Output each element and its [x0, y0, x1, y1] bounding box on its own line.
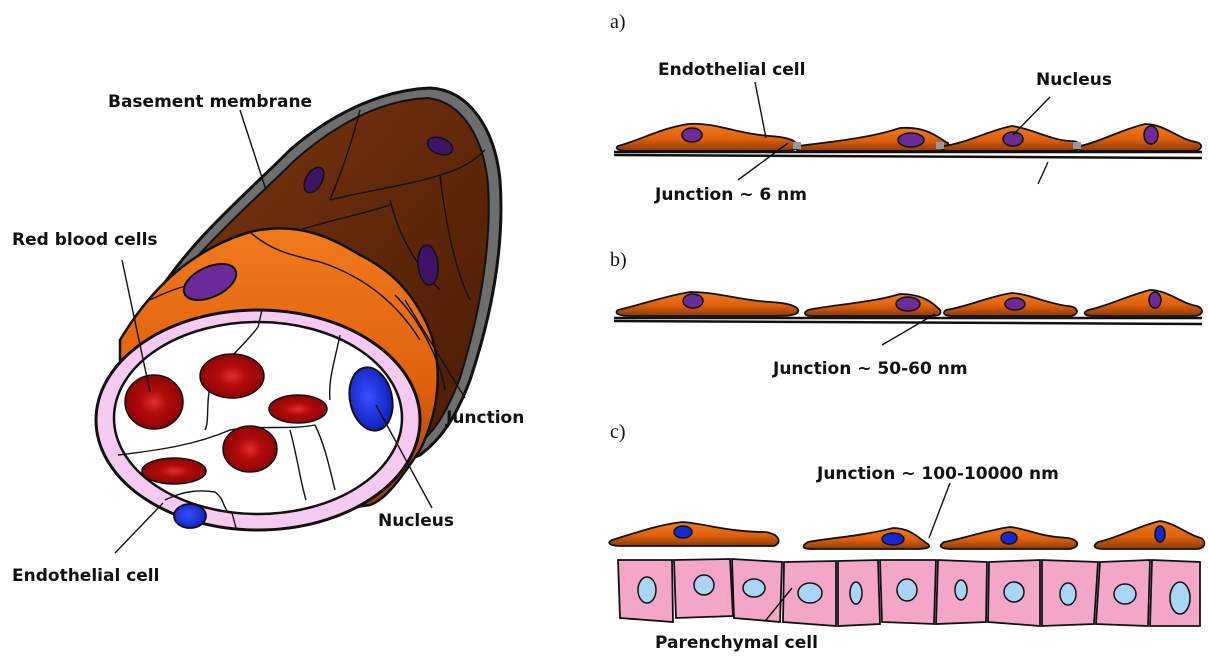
panel-b-junction-label: Junction ~ 50-60 nm — [772, 359, 968, 379]
red-blood-cell-icon — [200, 354, 264, 398]
nucleus-icon — [1005, 298, 1025, 310]
nucleus-icon — [898, 133, 924, 147]
parenchymal-nucleus-icon — [1114, 584, 1136, 604]
label-junction: Junction — [445, 408, 524, 428]
endothelial-cell-shape — [1078, 124, 1201, 151]
nucleus-icon — [1155, 526, 1165, 542]
parenchymal-nucleus-icon — [1060, 583, 1076, 605]
panel-b-letter: b) — [610, 249, 627, 271]
endothelial-cell-shape — [609, 522, 778, 546]
panel-a: a) Endothelial cell Nucleus Junction ~ 6… — [610, 11, 1202, 205]
endothelial-cell-shape — [803, 528, 929, 549]
nucleus-icon — [1144, 126, 1158, 144]
parenchymal-nucleus-icon — [850, 582, 862, 604]
blue-nucleus-icon — [174, 504, 206, 528]
red-blood-cell-icon — [223, 426, 277, 472]
red-blood-cell-icon — [125, 375, 183, 429]
panel-c-parenchymal-label: Parenchymal cell — [655, 633, 818, 653]
panel-a-nucleus-label: Nucleus — [1036, 70, 1112, 90]
panel-a-letter: a) — [610, 11, 626, 33]
nucleus-icon — [682, 128, 702, 142]
red-blood-cell-icon — [142, 458, 206, 484]
label-endothelial-cell: Endothelial cell — [12, 566, 159, 586]
parenchymal-nucleus-icon — [1170, 582, 1190, 614]
nucleus-icon — [1001, 532, 1017, 544]
endothelial-cell-shape — [617, 124, 797, 151]
capillary-illustration: Basement membrane Red blood cells Juncti… — [12, 88, 524, 586]
label-basement-membrane: Basement membrane — [108, 92, 312, 112]
panel-a-junction-label: Junction ~ 6 nm — [654, 185, 807, 205]
nucleus-icon — [896, 297, 920, 311]
endothelial-cell-shape — [1085, 290, 1202, 316]
endothelial-cell-shape — [797, 128, 948, 151]
panel-c-junction-label: Junction ~ 100-10000 nm — [816, 464, 1059, 484]
red-blood-cell-icon — [269, 395, 327, 423]
parenchymal-nucleus-icon — [638, 577, 656, 603]
endothelial-cell-shape — [617, 292, 799, 316]
parenchymal-nucleus-icon — [743, 579, 765, 597]
nucleus-icon — [674, 526, 692, 538]
parenchymal-nucleus-icon — [955, 580, 967, 600]
panel-a-endothelial-label: Endothelial cell — [658, 60, 805, 80]
panel-c-letter: c) — [610, 421, 626, 443]
parenchymal-nucleus-icon — [897, 579, 917, 601]
label-nucleus: Nucleus — [378, 511, 454, 531]
endothelial-cell-shape — [1095, 521, 1205, 549]
label-red-blood-cells: Red blood cells — [12, 230, 158, 250]
nucleus-icon — [683, 294, 703, 308]
parenchymal-nucleus-icon — [798, 583, 822, 603]
panel-b: b) Junction ~ 50-60 nm — [610, 249, 1202, 379]
nucleus-icon — [1149, 292, 1161, 308]
parenchymal-nucleus-icon — [1004, 582, 1024, 602]
nucleus-icon — [882, 533, 904, 545]
parenchymal-nucleus-icon — [694, 575, 714, 595]
panel-c: c) — [609, 421, 1204, 653]
